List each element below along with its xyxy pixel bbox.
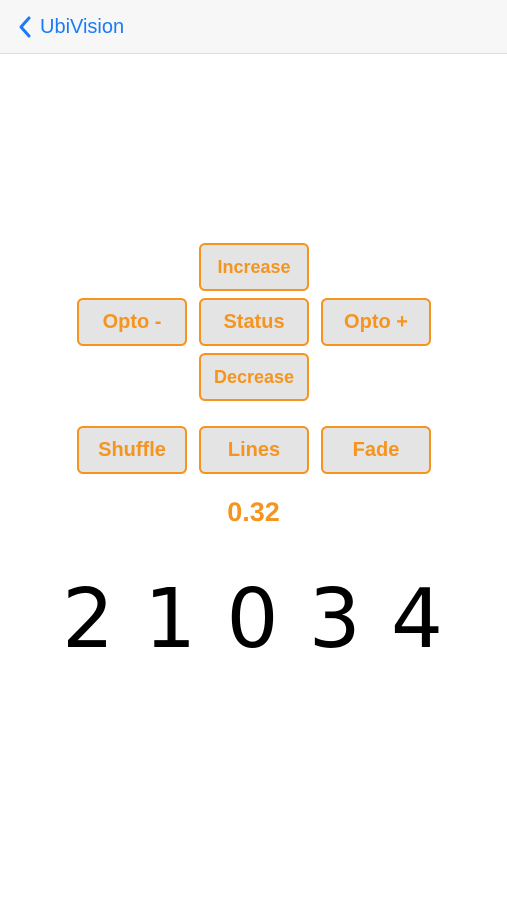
navigation-bar: UbiVision	[0, 0, 507, 54]
fade-button[interactable]: Fade	[321, 426, 431, 474]
increase-button[interactable]: Increase	[199, 243, 309, 291]
shuffle-button[interactable]: Shuffle	[77, 426, 187, 474]
back-button-label: UbiVision	[40, 16, 125, 38]
back-button[interactable]: UbiVision	[14, 12, 124, 42]
digits-display: 2 1 0 3 4	[61, 572, 446, 667]
value-readout: 0.32	[227, 497, 280, 527]
decrease-button[interactable]: Decrease	[199, 353, 309, 401]
opto-minus-button[interactable]: Opto -	[77, 298, 187, 346]
chevron-left-icon	[19, 16, 31, 38]
opto-plus-button[interactable]: Opto +	[321, 298, 431, 346]
status-button[interactable]: Status	[199, 298, 309, 346]
lines-button[interactable]: Lines	[199, 426, 309, 474]
